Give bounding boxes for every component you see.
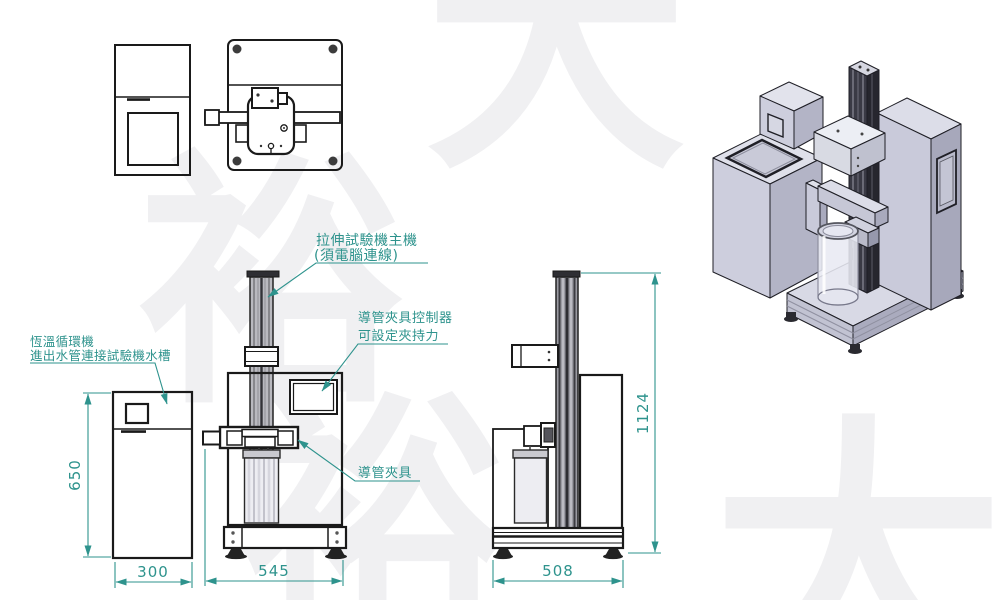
leveling-feet-front [225, 549, 347, 560]
foot-top-view [328, 44, 338, 54]
dimension-circulator-width: 300 [114, 562, 193, 588]
annotation-catheter-clamp: 導管夾具 [297, 439, 420, 482]
crosshead-arm-side [511, 344, 559, 368]
front-view-machine [202, 270, 348, 560]
tensile-column-front [246, 270, 280, 456]
foot-top-view [232, 44, 242, 54]
dimension-side-depth: 508 [492, 560, 624, 588]
iso-tank-opening [724, 138, 804, 179]
foot-top-view [232, 156, 242, 166]
iso-back-panel [876, 97, 962, 311]
isometric-view [712, 60, 964, 354]
circulator-window [124, 402, 150, 425]
annotation-text: 導管夾具控制器 [358, 311, 453, 326]
foot-top-view [328, 156, 338, 166]
side-view-machine [491, 270, 625, 560]
dimension-1124-label: 1124 [634, 392, 652, 434]
water-tank-side [512, 449, 549, 524]
dimension-circulator-height: 650 [66, 392, 111, 558]
dimension-machine-height: 1124 [581, 272, 661, 554]
annotation-text: 進出水管連接試驗機水槽 [30, 348, 171, 363]
tensile-column-side [552, 270, 581, 529]
top-view-circulator [114, 44, 191, 176]
controller-screen-front [289, 379, 338, 415]
iso-crosshead [813, 115, 886, 177]
catheter-clamp-front [202, 425, 300, 450]
machine-base-front [222, 525, 348, 550]
annotation-text: 拉伸試驗機主機 [316, 233, 418, 249]
annotation-clamp-controller: 導管夾具控制器 可設定夾持力 [321, 311, 453, 392]
front-view-circulator [111, 390, 194, 560]
dimension-front-width: 545 [204, 449, 344, 586]
annotation-circulator: 恆溫循環機 進出水管連接試驗機水槽 [30, 334, 171, 405]
back-panel-side [578, 373, 624, 530]
annotation-text: 可設定夾持力 [358, 328, 439, 344]
iso-water-tank [817, 222, 859, 306]
machine-base-side [491, 526, 625, 550]
water-tank-front [242, 449, 281, 524]
top-view-machine [204, 39, 343, 171]
annotation-text: 恆溫循環機 [30, 334, 94, 349]
dimension-300-label: 300 [137, 563, 169, 581]
annotation-text: 導管夾具 [358, 466, 412, 481]
iso-circulator-panel [767, 112, 784, 139]
annotation-tensile-machine: 拉伸試驗機主機 (須電腦連線) [267, 233, 428, 298]
annotation-text: (須電腦連線) [314, 248, 398, 264]
dimension-545-label: 545 [258, 562, 290, 580]
iso-circulator [712, 81, 824, 299]
dimension-508-label: 508 [542, 562, 574, 580]
dimension-650-label: 650 [66, 459, 84, 491]
leveling-feet-side [493, 549, 623, 560]
column-slider-block [244, 346, 279, 367]
